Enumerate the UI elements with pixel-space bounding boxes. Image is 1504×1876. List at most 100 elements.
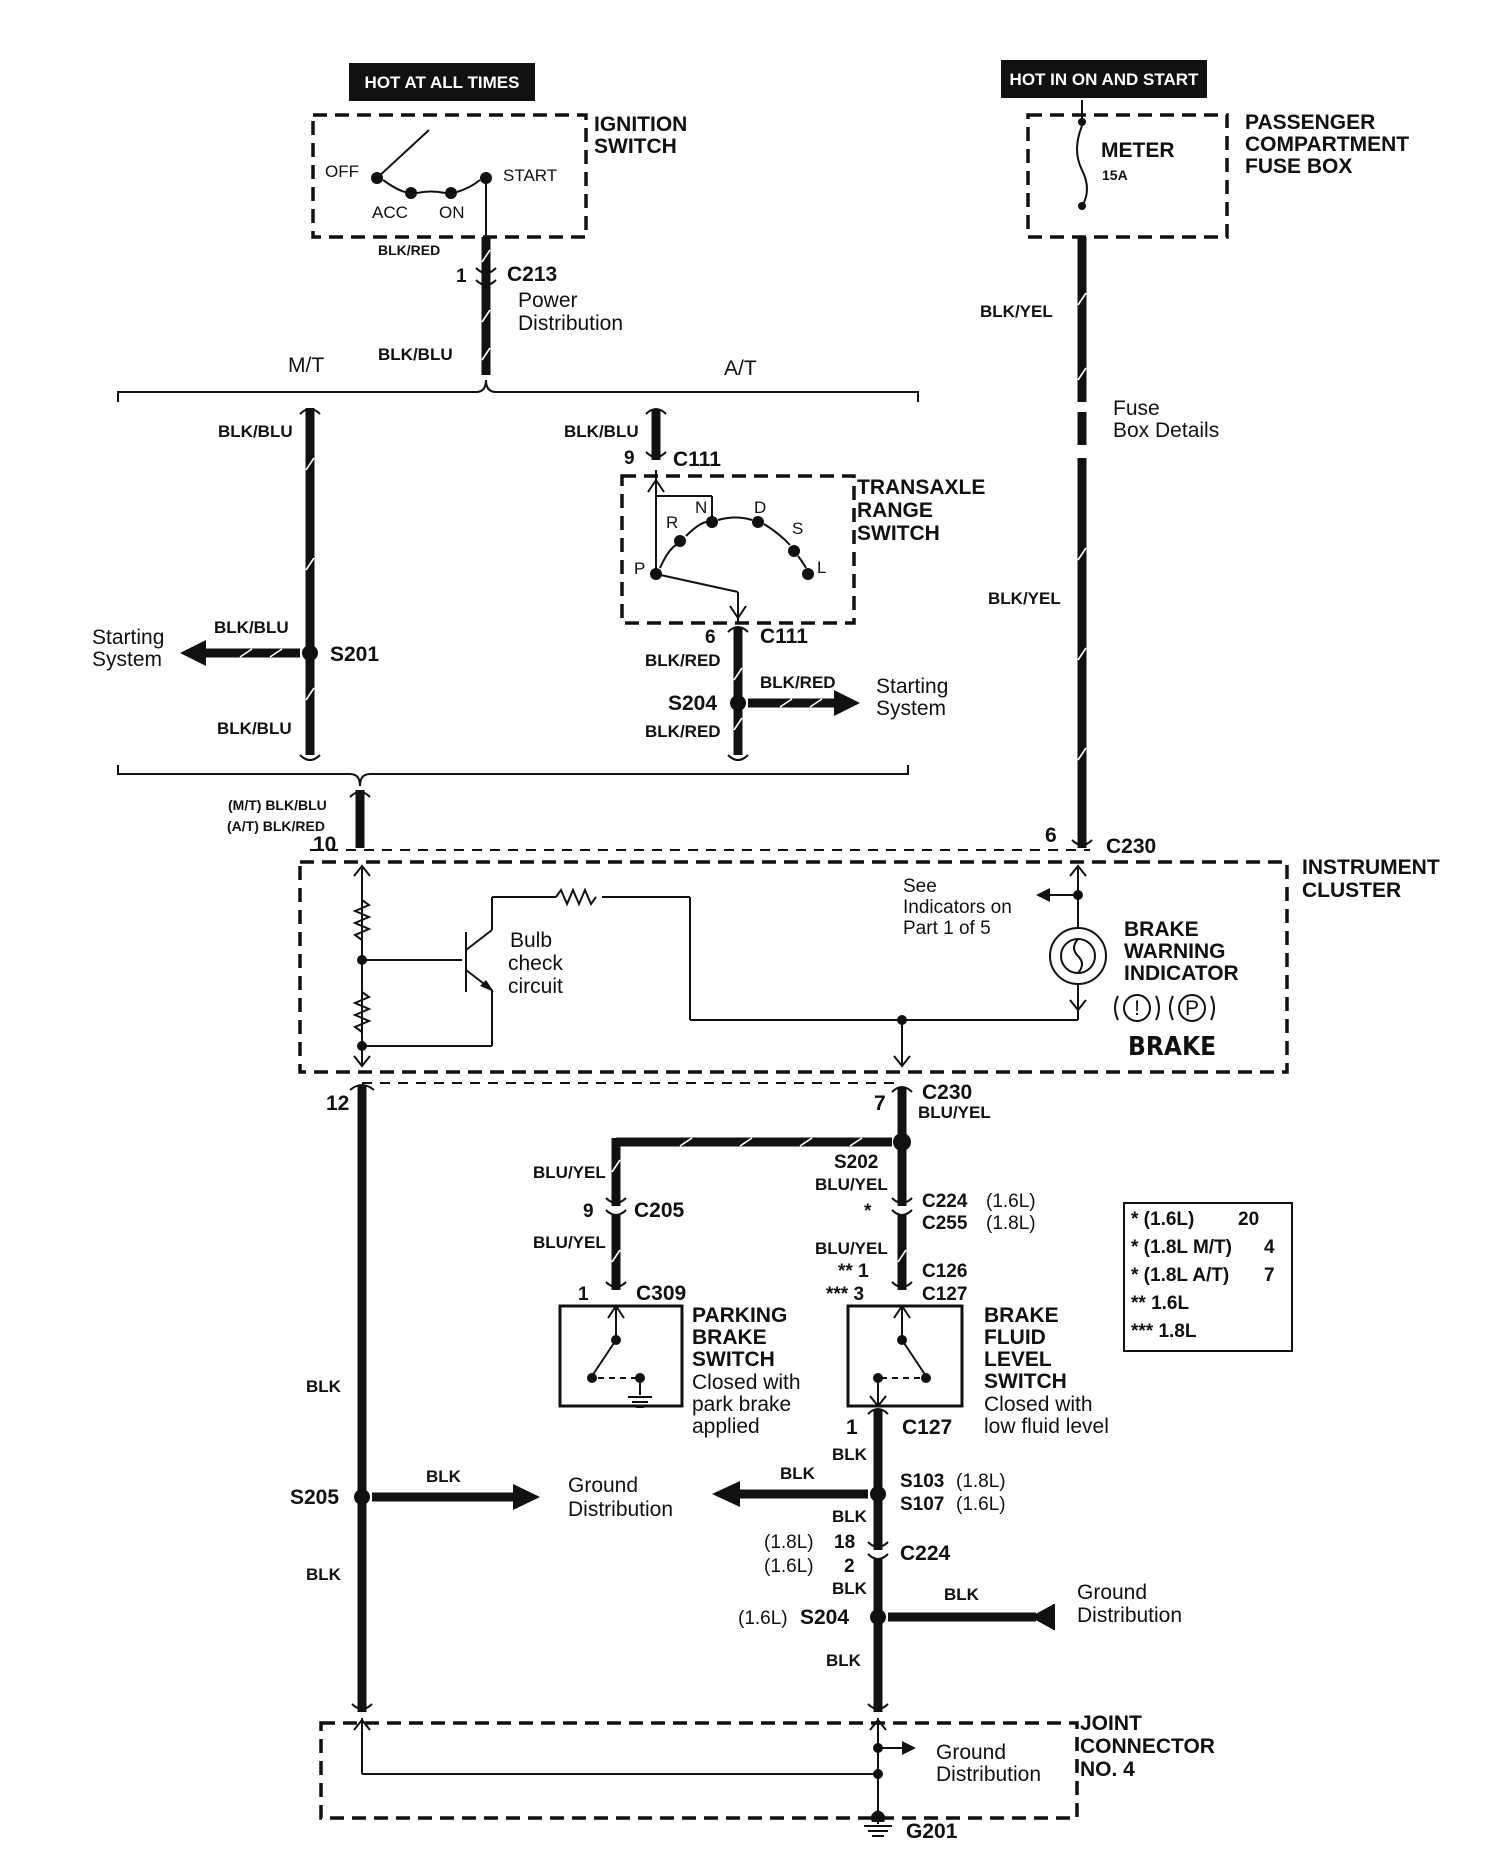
- wire-label-mt-blk-blu: (M/T) BLK/BLU: [228, 797, 327, 813]
- c224b-pin-1: 18: [834, 1532, 855, 1553]
- legend-row-2-b: 4: [1264, 1237, 1275, 1258]
- mt-branch-wire: BLK/BLU BLK/BLU BLK/BLU S201 Starting Sy…: [92, 408, 379, 761]
- wire-label-blk-ground-r: BLK: [944, 1585, 980, 1604]
- c126-label: C126: [922, 1261, 967, 1282]
- s201-splice: [302, 645, 318, 661]
- brake-warning-title-2: WARNING: [1124, 940, 1226, 963]
- ground-dist-left-1: Ground: [568, 1474, 638, 1497]
- wire-label-blu-yel-right-2: BLU/YEL: [815, 1239, 888, 1258]
- transaxle-range-switch: P R N D S L TRANSAXLE RANGE SWITCH: [620, 470, 985, 625]
- joint-connector-title-1: JOINT: [1080, 1712, 1142, 1735]
- c230-bottom-label: C230: [922, 1081, 972, 1104]
- c111-s204-wire: 6 C111 BLK/RED S204 BLK/RED Starting Sys…: [645, 625, 948, 761]
- fuse-box-title-2: COMPARTMENT: [1245, 133, 1409, 156]
- wire-label-blk-blu-at-top: BLK/BLU: [564, 422, 639, 441]
- s103-label: S103: [900, 1471, 944, 1492]
- range-n: N: [695, 498, 707, 517]
- parking-brake-note-1: Closed with: [692, 1371, 801, 1394]
- starting-system-right-2: System: [876, 697, 946, 720]
- s204-top-splice: [730, 695, 746, 711]
- starting-system-right-1: Starting: [876, 675, 948, 698]
- c111-top-pin: 9: [624, 448, 635, 469]
- wire-label-blk-yel-2: BLK/YEL: [988, 589, 1061, 608]
- wire-label-blk-red-top: BLK/RED: [378, 242, 440, 258]
- joint-connector-4: Ground Distribution JOINT CONNECTOR NO. …: [319, 1712, 1215, 1843]
- c111-bot-pin: 6: [705, 627, 716, 648]
- wire-label-blk-red-c111: BLK/RED: [645, 651, 721, 670]
- parking-brake-note-2: park brake: [692, 1393, 791, 1416]
- see-indicators-2: Indicators on: [903, 897, 1012, 918]
- cluster-title-2: CLUSTER: [1302, 879, 1401, 902]
- ground-dist-joint-2: Distribution: [936, 1763, 1041, 1786]
- ground-dist-joint-1: Ground: [936, 1741, 1006, 1764]
- mt-at-bracket-bottom: (M/T) BLK/BLU (A/T) BLK/RED 10: [117, 765, 909, 856]
- c126-pin: ** 1: [838, 1261, 869, 1282]
- hot-at-all-times-label: HOT AT ALL TIMES: [365, 73, 520, 92]
- c230-bottom: 12 7 C230 BLU/YEL: [326, 1081, 991, 1122]
- fuse-box-details-2: Box Details: [1113, 419, 1219, 442]
- fuse-box-title-1: PASSENGER: [1245, 111, 1375, 134]
- c224-star: *: [864, 1201, 872, 1222]
- bulb-check-3: circuit: [508, 975, 563, 998]
- transaxle-title-1: TRANSAXLE: [857, 476, 985, 499]
- c127-pin: *** 3: [826, 1284, 864, 1305]
- c213-label: C213: [507, 263, 557, 286]
- wire-label-blk-left-1: BLK: [306, 1377, 342, 1396]
- s201-label: S201: [330, 643, 379, 666]
- wire-label-blk-blu-mt-top: BLK/BLU: [218, 422, 293, 441]
- s202-label: S202: [834, 1152, 878, 1173]
- c230-top-label: C230: [1106, 835, 1156, 858]
- brake-fluid-level-switch: BRAKE FLUID LEVEL SWITCH Closed with low…: [846, 1304, 1109, 1438]
- parking-brake-note-3: applied: [692, 1415, 760, 1438]
- passenger-fuse-box: METER 15A PASSENGER COMPARTMENT FUSE BOX: [1026, 100, 1409, 239]
- brake-fluid-note-1: Closed with: [984, 1393, 1093, 1416]
- c127-label: C127: [922, 1284, 967, 1305]
- c230-pin-6: 6: [1045, 824, 1057, 847]
- see-indicators-1: See: [903, 876, 937, 897]
- ignition-feed-wire: BLK/RED 1 C213 Power Distribution BLK/BL…: [378, 237, 623, 375]
- s103-spec: (1.8L): [956, 1471, 1006, 1492]
- c224b-label: C224: [900, 1542, 951, 1565]
- wire-label-at-blk-red: (A/T) BLK/RED: [227, 818, 325, 834]
- fuse-name: METER: [1101, 139, 1175, 162]
- g201-label: G201: [906, 1820, 958, 1843]
- range-p: P: [634, 559, 645, 578]
- ignition-switch-title-2: SWITCH: [594, 135, 677, 158]
- at-branch-wire: BLK/BLU 9 C111: [564, 408, 721, 471]
- legend-row-2-a: * (1.8L M/T): [1131, 1237, 1232, 1258]
- engine-legend: * (1.6L) 20 * (1.8L M/T) 4 * (1.8L A/T) …: [1123, 1202, 1293, 1352]
- wire-label-blk-yel-1: BLK/YEL: [980, 302, 1053, 321]
- cluster-title-1: INSTRUMENT: [1302, 856, 1440, 879]
- wire-label-blk-r-arrow: BLK: [780, 1464, 816, 1483]
- starting-system-left-2: System: [92, 648, 162, 671]
- ignition-switch: OFF ACC ON START IGNITION SWITCH: [311, 113, 687, 239]
- ignition-acc-label: ACC: [372, 203, 408, 222]
- mt-at-bracket-top: M/T A/T: [117, 354, 919, 402]
- range-r: R: [666, 513, 678, 532]
- brake-symbol-icon: ! P: [1114, 994, 1215, 1022]
- c205-label: C205: [634, 1199, 685, 1222]
- ignition-switch-title-1: IGNITION: [594, 113, 687, 136]
- wire-label-blu-yel-left-1: BLU/YEL: [533, 1163, 606, 1182]
- s204-bottom-label: S204: [800, 1606, 849, 1629]
- c127-bottom-pin: 1: [846, 1416, 858, 1439]
- starting-system-left-1: Starting: [92, 626, 164, 649]
- s204-bottom-spec: (1.6L): [738, 1608, 788, 1629]
- c111-top-label: C111: [673, 448, 721, 471]
- c224-spec: (1.6L): [986, 1191, 1036, 1212]
- hot-in-on-start-label: HOT IN ON AND START: [1010, 70, 1199, 89]
- s205-splice: [354, 1489, 370, 1505]
- c255-spec: (1.8L): [986, 1213, 1036, 1234]
- joint-connector-title-3: NO. 4: [1080, 1758, 1135, 1781]
- s204-top-label: S204: [668, 692, 717, 715]
- left-ground-wire: BLK S205 BLK BLK Ground Distribution: [290, 1084, 673, 1712]
- blk-yel-wire: BLK/YEL Fuse Box Details BLK/YEL 6 C230: [980, 237, 1219, 858]
- wire-label-blk-r1: BLK: [832, 1445, 868, 1464]
- wire-label-blk-r4: BLK: [826, 1651, 862, 1670]
- wire-label-blk-left-2: BLK: [306, 1565, 342, 1584]
- brake-symbol-exclaim: !: [1134, 997, 1140, 1020]
- range-s: S: [792, 519, 803, 538]
- c224b-spec-2: (1.6L): [764, 1556, 814, 1577]
- wire-label-blk-blu-main: BLK/BLU: [378, 345, 453, 364]
- wire-label-blk-r3: BLK: [832, 1579, 868, 1598]
